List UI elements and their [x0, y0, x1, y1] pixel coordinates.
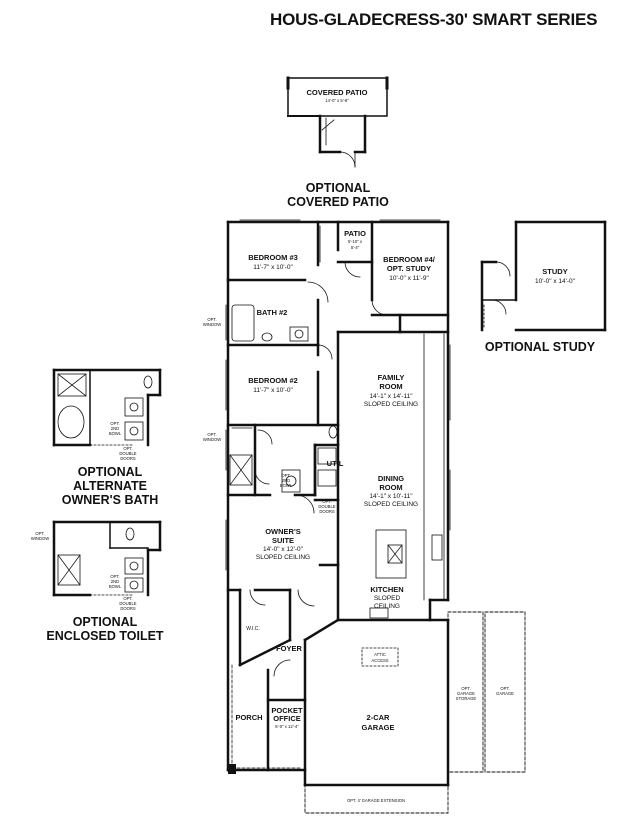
wic-name: W.I.C. [246, 626, 260, 632]
opt-2nd-bowl-alt-1: OPT. [110, 421, 119, 426]
bedroom2-name: BEDROOM #2 [248, 376, 298, 385]
study-name: STUDY [542, 267, 567, 276]
opt-window-1a: OPT. [207, 317, 216, 322]
bath2-name: BATH #2 [257, 308, 288, 317]
owners-suite-dims: 14'-0" x 12'-0" [263, 546, 304, 553]
bedroom3-name: BEDROOM #3 [248, 253, 298, 262]
bedroom4-dims: 10'-0" x 11'-9" [389, 275, 429, 282]
family-room-name-1: FAMILY [378, 373, 405, 382]
opt-garage-storage-1: OPT. [461, 686, 470, 691]
opt-double-doors-alt-2: DOUBLE [119, 451, 136, 456]
owners-suite-note: SLOPED CEILING [256, 554, 310, 561]
garage-extension-label: OPT. 4' GARAGE EXTENSION [347, 798, 405, 803]
plan-title: HOUS-GLADECRESS-30' SMART SERIES [270, 10, 598, 29]
bedroom4-name-2: OPT. STUDY [387, 264, 431, 273]
owners-suite-name-2: SUITE [272, 536, 294, 545]
family-room-name-2: ROOM [379, 382, 402, 391]
owners-suite-name-1: OWNER'S [265, 527, 301, 536]
bedroom2-dims: 11'-7" x 10'-0" [253, 387, 293, 394]
opt-double-doors-toilet-1: OPT. [123, 596, 132, 601]
caption-optional-alternate-owners-bath: OPTIONAL ALTERNATE OWNER'S BATH [61, 465, 159, 507]
opt-double-doors-main-3: DOORS [319, 509, 335, 514]
opt-double-doors-toilet-3: DOORS [120, 606, 136, 611]
covered-patio-name: COVERED PATIO [307, 88, 368, 97]
pocket-office-name-2: OFFICE [273, 714, 301, 723]
attic-access-2: ACCESS [371, 658, 388, 663]
covered-patio-dims: 14'-0" x 5'-8" [325, 98, 349, 103]
opt-double-doors-main-1: OPT. [322, 499, 331, 504]
dining-room-note: SLOPED CEILING [364, 501, 418, 508]
kitchen-note-1: SLOPED [374, 595, 401, 602]
window-marks [225, 219, 451, 571]
garage-name-1: 2-CAR [367, 713, 391, 722]
opt-garage-storage-2: GARAGE [457, 691, 475, 696]
interior-details [229, 225, 445, 769]
garage-extension [304, 611, 526, 814]
dining-room-dims: 14'-1" x 10'-11" [369, 493, 413, 500]
opt-2nd-bowl-toilet-3: BOWL [109, 584, 122, 589]
patio-dims-2: 5'-4" [351, 245, 360, 250]
opt-window-2b: WINDOW [203, 437, 221, 442]
caption-optional-covered-patio: OPTIONAL COVERED PATIO [287, 181, 389, 209]
attic-access-1: ATTIC [374, 652, 386, 657]
garage-name-2: GARAGE [362, 723, 395, 732]
family-room-dims: 14'-1" x 14'-11" [369, 393, 413, 400]
dining-room-name-1: DINING [378, 474, 404, 483]
study-dims: 10'-0" x 14'-0" [535, 278, 576, 285]
caption-optional-enclosed-toilet: OPTIONAL ENCLOSED TOILET [46, 615, 164, 643]
opt-garage-storage-3: STORAGE [456, 696, 477, 701]
alternate-owners-bath-plan [52, 368, 162, 447]
patio-name: PATIO [344, 229, 366, 238]
porch-column [228, 764, 236, 774]
opt-double-doors-main-2: DOUBLE [318, 504, 335, 509]
opt-double-doors-alt-1: OPT. [123, 446, 132, 451]
caption-optional-study: OPTIONAL STUDY [484, 340, 596, 354]
opt-window-3a: OPT. [35, 531, 44, 536]
bedroom3-dims: 11'-7" x 10'-0" [253, 264, 293, 271]
opt-2nd-bowl-alt-2: 2ND [111, 426, 119, 431]
opt-2nd-bowl-main-2: 2ND [282, 478, 290, 483]
opt-garage-2: GARAGE [496, 691, 514, 696]
optional-study-plan [480, 220, 607, 332]
opt-window-2a: OPT. [207, 432, 216, 437]
porch-name: PORCH [235, 713, 262, 722]
opt-2nd-bowl-toilet-2: 2ND [111, 579, 119, 584]
enclosed-toilet-plan [52, 520, 162, 597]
pocket-office-name-1: POCKET [271, 706, 303, 715]
opt-double-doors-alt-3: DOORS [120, 456, 136, 461]
covered-patio-option [286, 76, 389, 168]
opt-2nd-bowl-main-3: BOWL [280, 483, 293, 488]
kitchen-note-2: CEILING [374, 603, 400, 610]
opt-double-doors-toilet-2: DOUBLE [119, 601, 136, 606]
main-house-walls [226, 220, 450, 787]
family-room-note: SLOPED CEILING [364, 401, 418, 408]
pocket-office-dims: 5'-0" x 12'-4" [275, 724, 299, 729]
util-name: UTIL [327, 459, 344, 468]
opt-window-3b: WINDOW [31, 536, 49, 541]
foyer-name: FOYER [276, 644, 302, 653]
opt-2nd-bowl-main-1: OPT. [281, 473, 290, 478]
patio-dims-1: 5'-10" x [348, 239, 363, 244]
opt-garage-1: OPT. [500, 686, 509, 691]
dining-room-name-2: ROOM [379, 483, 402, 492]
kitchen-name: KITCHEN [370, 585, 403, 594]
opt-2nd-bowl-alt-3: BOWL [109, 431, 122, 436]
bedroom4-name-1: BEDROOM #4/ [383, 255, 436, 264]
opt-2nd-bowl-toilet-1: OPT. [110, 574, 119, 579]
opt-window-1b: WINDOW [203, 322, 221, 327]
